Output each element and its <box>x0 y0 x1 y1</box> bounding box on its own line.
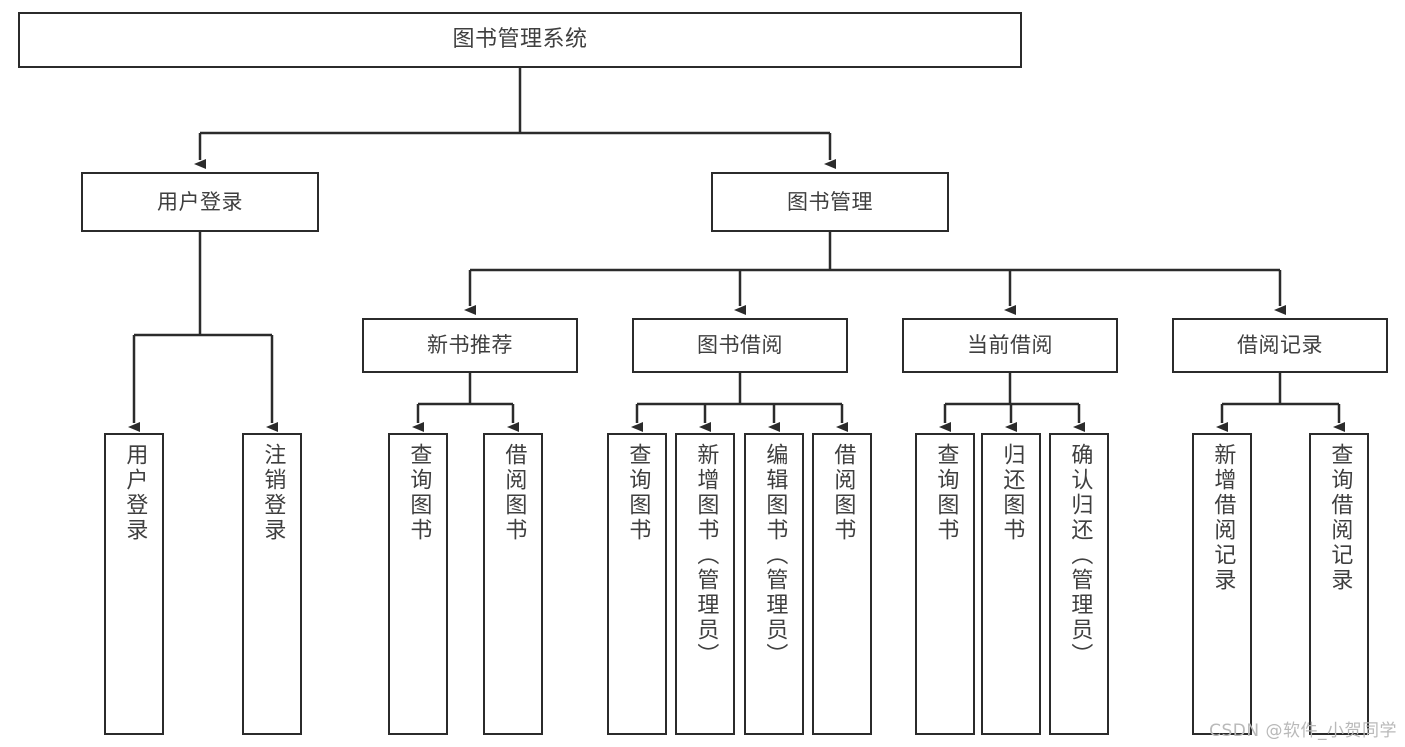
leaf-return-book[interactable]: 归还图书 <box>981 433 1041 735</box>
leaf-logout-login-label: 注销登录 <box>260 443 286 543</box>
leaf-query-book-3[interactable]: 查询图书 <box>915 433 975 735</box>
node-book-borrow-label: 图书借阅 <box>697 333 783 358</box>
node-book-management-label: 图书管理 <box>787 189 873 214</box>
leaf-confirm-return[interactable]: 确认归还（管理员） <box>1049 433 1109 735</box>
leaf-query-book-3-label: 查询图书 <box>933 443 959 543</box>
watermark: CSDN @软件_小贺同学 <box>1209 721 1397 741</box>
node-new-book-recommend[interactable]: 新书推荐 <box>362 318 578 373</box>
node-new-book-recommend-label: 新书推荐 <box>427 333 513 358</box>
leaf-query-book-1-label: 查询图书 <box>406 443 432 543</box>
leaf-borrow-book-1-label: 借阅图书 <box>501 443 527 543</box>
leaf-query-record[interactable]: 查询借阅记录 <box>1309 433 1369 735</box>
node-user-login-label: 用户登录 <box>157 189 243 214</box>
leaf-borrow-book-1[interactable]: 借阅图书 <box>483 433 543 735</box>
leaf-query-book-2[interactable]: 查询图书 <box>607 433 667 735</box>
node-current-borrow[interactable]: 当前借阅 <box>902 318 1118 373</box>
leaf-query-book-2-label: 查询图书 <box>625 443 651 543</box>
leaf-return-book-label: 归还图书 <box>999 443 1025 543</box>
node-root[interactable]: 图书管理系统 <box>18 12 1022 68</box>
leaf-confirm-return-label: 确认归还（管理员） <box>1067 443 1093 668</box>
leaf-logout-login[interactable]: 注销登录 <box>242 433 302 735</box>
leaf-query-record-label: 查询借阅记录 <box>1327 443 1353 593</box>
leaf-add-book-label: 新增图书（管理员） <box>693 443 719 668</box>
leaf-add-record-label: 新增借阅记录 <box>1210 443 1236 593</box>
node-borrow-record-label: 借阅记录 <box>1237 333 1323 358</box>
node-user-login[interactable]: 用户登录 <box>81 172 319 232</box>
leaf-edit-book-label: 编辑图书（管理员） <box>762 443 788 668</box>
leaf-add-book[interactable]: 新增图书（管理员） <box>675 433 735 735</box>
node-borrow-record[interactable]: 借阅记录 <box>1172 318 1388 373</box>
node-book-borrow[interactable]: 图书借阅 <box>632 318 848 373</box>
leaf-query-book-1[interactable]: 查询图书 <box>388 433 448 735</box>
leaf-borrow-book-2[interactable]: 借阅图书 <box>812 433 872 735</box>
leaf-user-login[interactable]: 用户登录 <box>104 433 164 735</box>
leaf-add-record[interactable]: 新增借阅记录 <box>1192 433 1252 735</box>
node-current-borrow-label: 当前借阅 <box>967 333 1053 358</box>
leaf-user-login-label: 用户登录 <box>122 443 148 543</box>
leaf-borrow-book-2-label: 借阅图书 <box>830 443 856 543</box>
node-book-management[interactable]: 图书管理 <box>711 172 949 232</box>
leaf-edit-book[interactable]: 编辑图书（管理员） <box>744 433 804 735</box>
node-root-label: 图书管理系统 <box>452 27 588 53</box>
